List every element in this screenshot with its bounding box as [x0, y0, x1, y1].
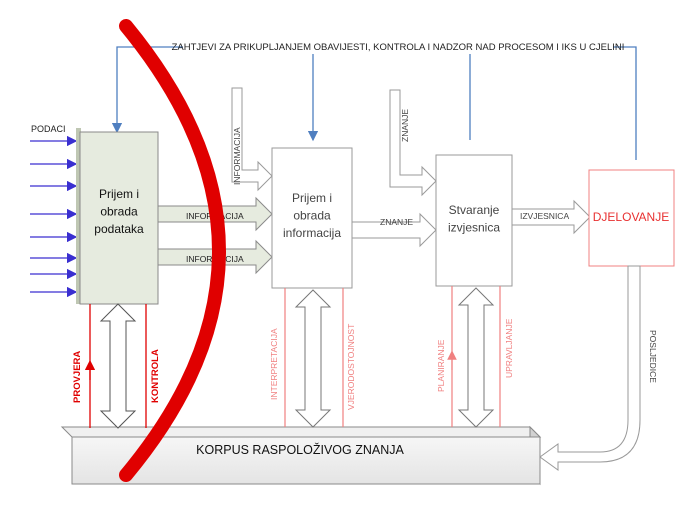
inputs-label: PODACI: [31, 124, 66, 134]
info-processing-label: Prijem i obrada informacija: [283, 191, 341, 240]
reports-out-arrow: IZVJESNICA: [511, 199, 591, 235]
report-creation-feedback: PLANIRANJE UPRAVLJANJE: [436, 286, 514, 428]
report-creation-box: Stvaranje izvjesnica: [435, 154, 513, 287]
credibility-label: VJERODOSTOJNOST: [346, 324, 356, 410]
data-corpus-double-arrow: [99, 303, 137, 429]
data-processing-feedback: PROVJERA KONTROLA: [72, 303, 161, 429]
label-line: podataka: [94, 222, 144, 236]
label-line: informacija: [283, 226, 341, 240]
planning-label: PLANIRANJE: [436, 339, 446, 392]
consequences-arrow: POSLJEDICE: [539, 265, 658, 471]
reports-out-label: IZVJESNICA: [520, 211, 569, 221]
info-processing-box: Prijem i obrada informacija: [271, 147, 353, 289]
label-line: Prijem i: [99, 187, 139, 201]
action-box: DJELOVANJE: [588, 169, 675, 267]
requirements-label: ZAHTJEVI ZA PRIKUPLJANJEM OBAVIJESTI, KO…: [172, 42, 625, 53]
label-line: obrada: [100, 204, 138, 218]
consequences-label: POSLJEDICE: [648, 330, 658, 383]
interpretation-label: INTERPRETACIJA: [269, 328, 279, 400]
info-processing-feedback: INTERPRETACIJA VJERODOSTOJNOST: [269, 288, 356, 428]
knowledge-in-label: ZNANJE: [400, 109, 410, 142]
knowledge-in-arrow: ZNANJE: [389, 89, 437, 197]
label-line: Stvaranje: [449, 203, 500, 217]
info-corpus-double-arrow: [294, 289, 332, 428]
red-boundary-arc: [119, 19, 226, 482]
report-corpus-double-arrow: [457, 287, 495, 428]
knowledge-corpus: KORPUS RASPOLOŽIVOG ZNANJA: [60, 425, 542, 486]
label-line: izvjesnica: [448, 220, 500, 234]
knowledge-out-arrow: ZNANJE: [351, 212, 437, 248]
report-creation-label: Stvaranje izvjesnica: [448, 203, 500, 234]
check-label: PROVJERA: [72, 351, 83, 403]
information-in-arrow: INFORMACIJA: [231, 87, 273, 192]
knowledge-out-label: ZNANJE: [380, 217, 413, 227]
action-label: DJELOVANJE: [593, 210, 669, 224]
data-inputs: PODACI: [30, 124, 78, 298]
knowledge-corpus-label: KORPUS RASPOLOŽIVOG ZNANJA: [196, 442, 404, 457]
data-processing-label: Prijem i obrada podataka: [94, 187, 144, 236]
control-label: KONTROLA: [150, 349, 161, 403]
label-line: Prijem i: [292, 191, 332, 205]
requirements-feedback-line: ZAHTJEVI ZA PRIKUPLJANJEM OBAVIJESTI, KO…: [111, 37, 637, 160]
management-label: UPRAVLJANJE: [504, 318, 514, 378]
data-processing-box: Prijem i obrada podataka: [76, 128, 159, 305]
information-in-label: INFORMACIJA: [232, 127, 242, 185]
label-line: obrada: [293, 208, 331, 222]
